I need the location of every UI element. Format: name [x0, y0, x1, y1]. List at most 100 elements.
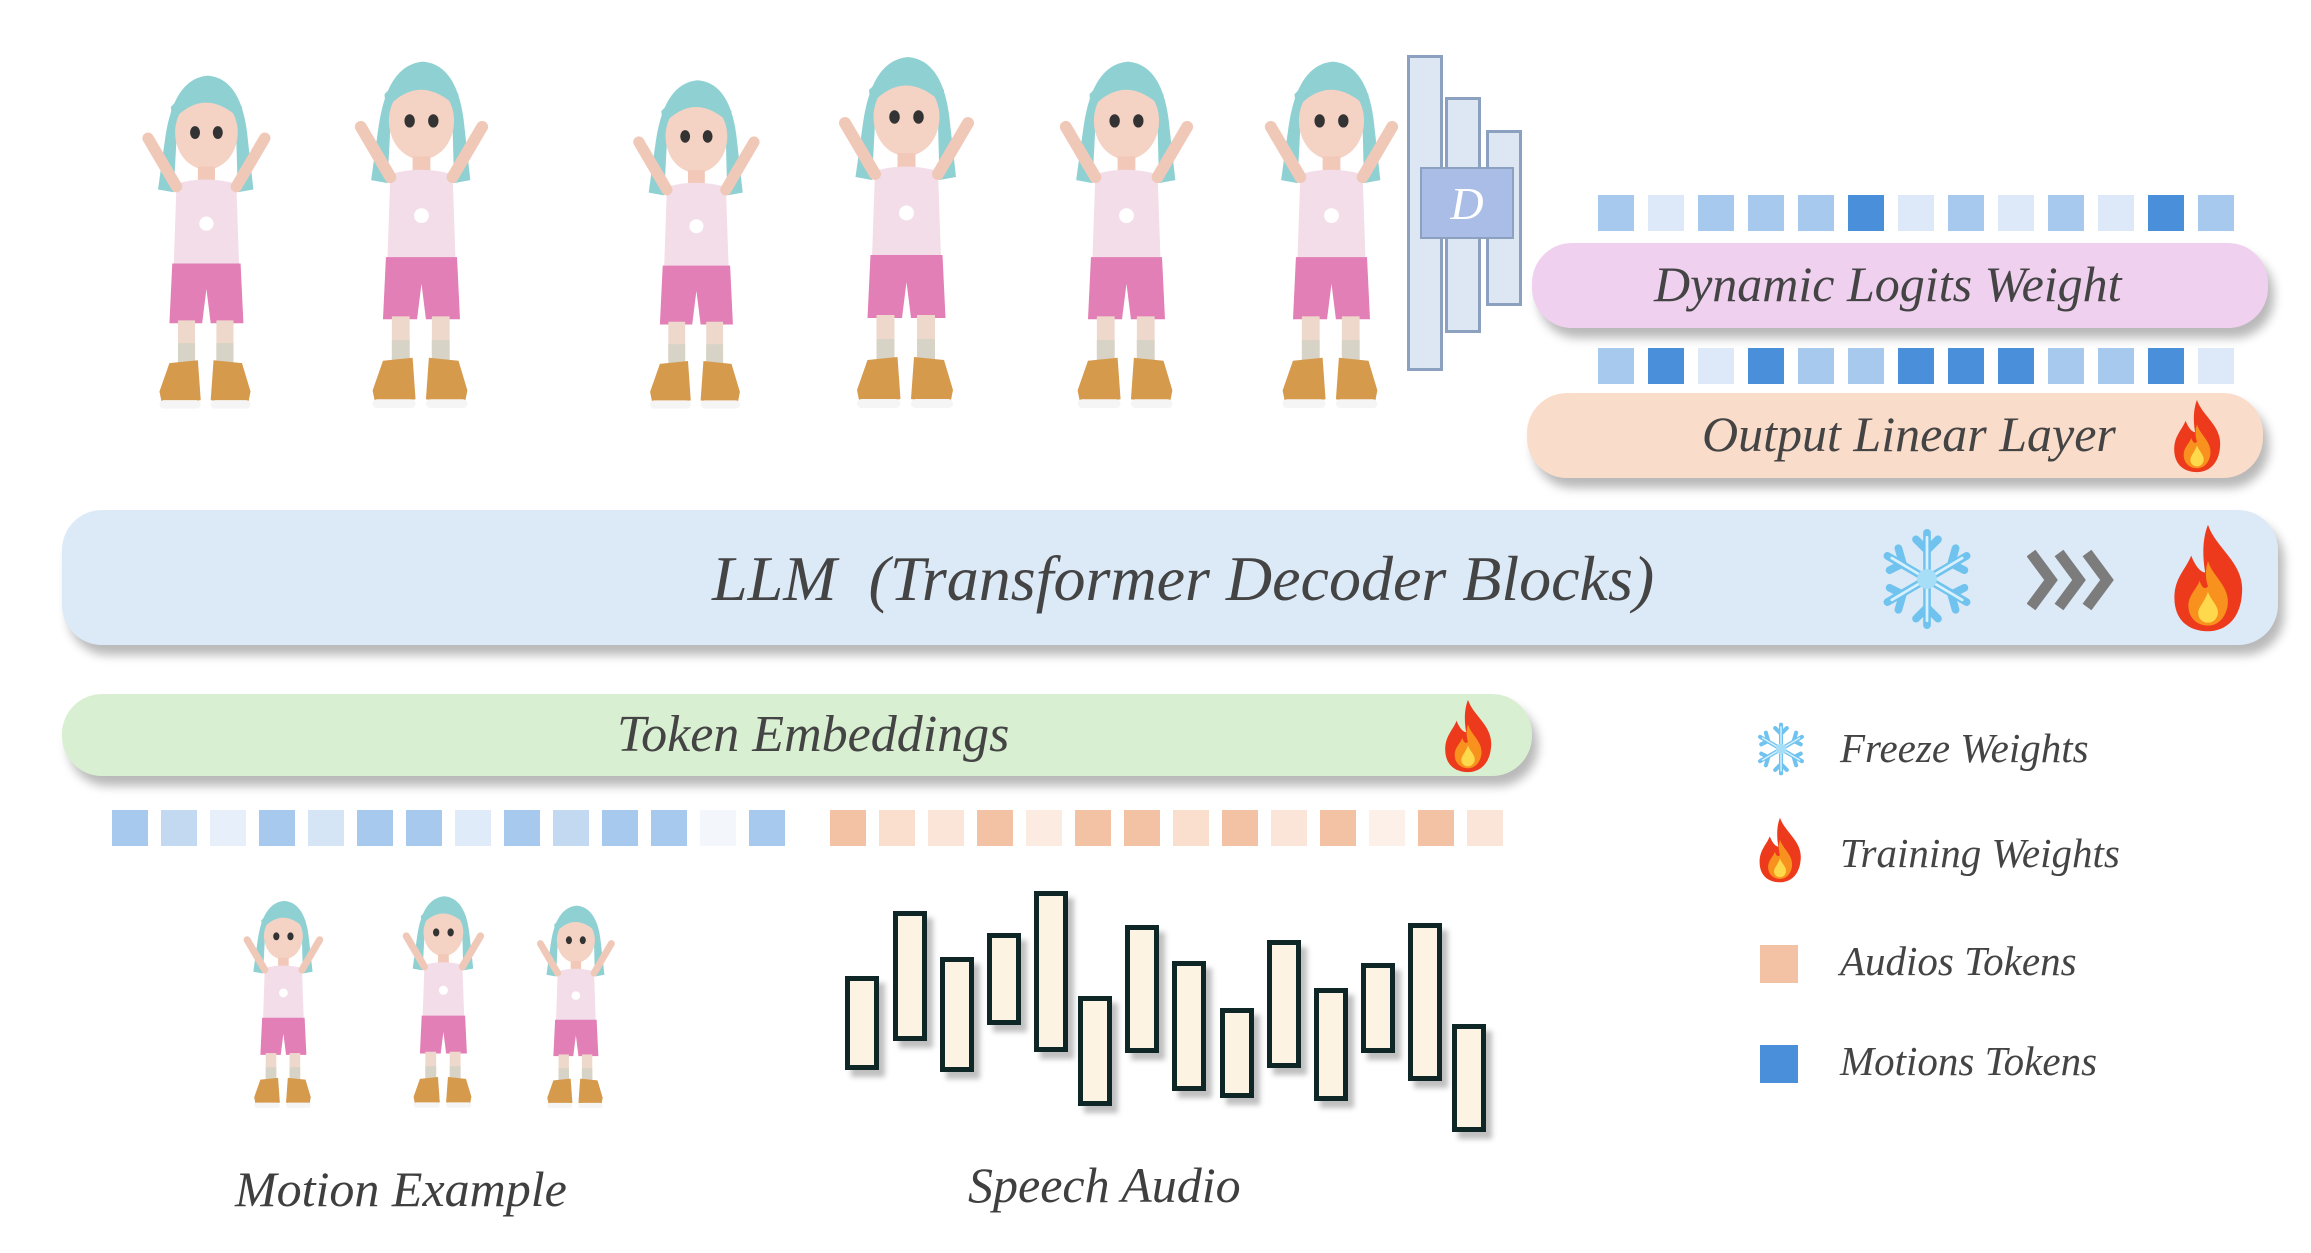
motion-token	[1898, 348, 1934, 384]
fire-icon	[1752, 816, 1808, 884]
waveform-bar	[893, 911, 927, 1041]
audio-token	[879, 810, 915, 846]
motion-token	[1598, 195, 1634, 231]
motion-token	[1898, 195, 1934, 231]
chevron-right-icon	[2027, 549, 2114, 611]
legend-freeze-weights: Freeze Weights	[1840, 725, 2089, 771]
token-embeddings-bar: Token Embeddings	[62, 694, 1532, 776]
motion-example-character-2	[390, 880, 495, 1115]
output-linear-layer-bar: Output Linear Layer	[1527, 393, 2263, 478]
speech-audio-caption: Speech Audio	[968, 1157, 1241, 1213]
legend-motions-tokens: Motions Tokens	[1840, 1038, 2098, 1084]
motion-token	[651, 810, 687, 846]
character-pose-1	[110, 50, 300, 420]
motion-token	[2048, 195, 2084, 231]
audio-token	[830, 810, 866, 846]
motion-token	[1948, 195, 1984, 231]
motion-token	[504, 810, 540, 846]
motion-token	[2198, 195, 2234, 231]
motion-token	[2198, 348, 2234, 384]
waveform-bar	[1078, 996, 1112, 1106]
motion-token	[1948, 348, 1984, 384]
token-embeddings-label: Token Embeddings	[617, 706, 1010, 763]
motion-token	[161, 810, 197, 846]
motion-token	[1798, 195, 1834, 231]
motion-token	[700, 810, 736, 846]
llm-label: LLM (Transformer Decoder Blocks)	[712, 543, 1655, 614]
motion-token	[602, 810, 638, 846]
motion-token	[1798, 348, 1834, 384]
motion-token	[1648, 348, 1684, 384]
fire-icon	[2162, 522, 2254, 634]
motion-token	[406, 810, 442, 846]
character-pose-6	[1250, 35, 1410, 420]
discriminator-box: D	[1420, 167, 1514, 239]
audio-token	[1173, 810, 1209, 846]
audio-token	[1026, 810, 1062, 846]
motion-token	[1698, 195, 1734, 231]
waveform-bar	[1452, 1024, 1486, 1132]
motion-token	[2148, 348, 2184, 384]
legend-motion-swatch	[1760, 1045, 1798, 1083]
waveform-bar	[1361, 963, 1395, 1053]
audio-token	[1124, 810, 1160, 846]
audio-token	[1271, 810, 1307, 846]
motion-token	[1848, 348, 1884, 384]
snowflake-icon	[1752, 720, 1810, 778]
waveform-bar	[1220, 1008, 1254, 1098]
motion-token	[2148, 195, 2184, 231]
motion-token	[1848, 195, 1884, 231]
dynamic-logits-weight-label: Dynamic Logits Weight	[1654, 256, 2122, 312]
motion-token	[1998, 195, 2034, 231]
audio-token	[1467, 810, 1503, 846]
character-pose-4	[805, 30, 1005, 420]
motion-token	[749, 810, 785, 846]
motion-token	[357, 810, 393, 846]
motion-token	[2098, 348, 2134, 384]
waveform-bar	[1314, 988, 1348, 1101]
character-pose-3	[595, 55, 795, 420]
snowflake-icon	[1872, 524, 1982, 634]
motion-token	[2098, 195, 2134, 231]
waveform-bar	[845, 976, 879, 1070]
motion-example-character-1	[235, 885, 330, 1115]
audio-token	[977, 810, 1013, 846]
waveform-bar	[987, 933, 1021, 1025]
audio-token	[1369, 810, 1405, 846]
motion-token	[553, 810, 589, 846]
waveform-bar	[940, 957, 974, 1072]
legend-audios-tokens: Audios Tokens	[1840, 938, 2077, 984]
motion-token	[308, 810, 344, 846]
dynamic-logits-weight-bar: Dynamic Logits Weight	[1532, 243, 2268, 328]
motion-token	[1648, 195, 1684, 231]
audio-token	[928, 810, 964, 846]
audio-token	[1222, 810, 1258, 846]
motion-token	[1748, 195, 1784, 231]
fire-icon	[2167, 398, 2227, 474]
output-linear-layer-label: Output Linear Layer	[1702, 406, 2116, 462]
motion-token	[259, 810, 295, 846]
waveform-bar	[1172, 961, 1206, 1091]
motion-token	[112, 810, 148, 846]
waveform-bar	[1125, 925, 1159, 1053]
discriminator-label: D	[1450, 177, 1484, 229]
motion-example-character-3	[525, 890, 625, 1115]
character-pose-2	[315, 35, 525, 420]
fire-icon	[1438, 698, 1498, 774]
character-pose-5	[1030, 35, 1220, 420]
audio-token	[1075, 810, 1111, 846]
motion-token	[2048, 348, 2084, 384]
motion-token	[1748, 348, 1784, 384]
motion-token	[455, 810, 491, 846]
waveform-bar	[1408, 923, 1442, 1081]
waveform-bar	[1267, 940, 1301, 1068]
motion-token	[1598, 348, 1634, 384]
llm-transformer-bar: LLM (Transformer Decoder Blocks)	[62, 510, 2278, 645]
motion-token	[1698, 348, 1734, 384]
motion-token	[210, 810, 246, 846]
legend-audio-swatch	[1760, 945, 1798, 983]
legend-training-weights: Training Weights	[1840, 830, 2120, 876]
motion-token	[1998, 348, 2034, 384]
audio-token	[1320, 810, 1356, 846]
waveform-bar	[1034, 891, 1068, 1052]
